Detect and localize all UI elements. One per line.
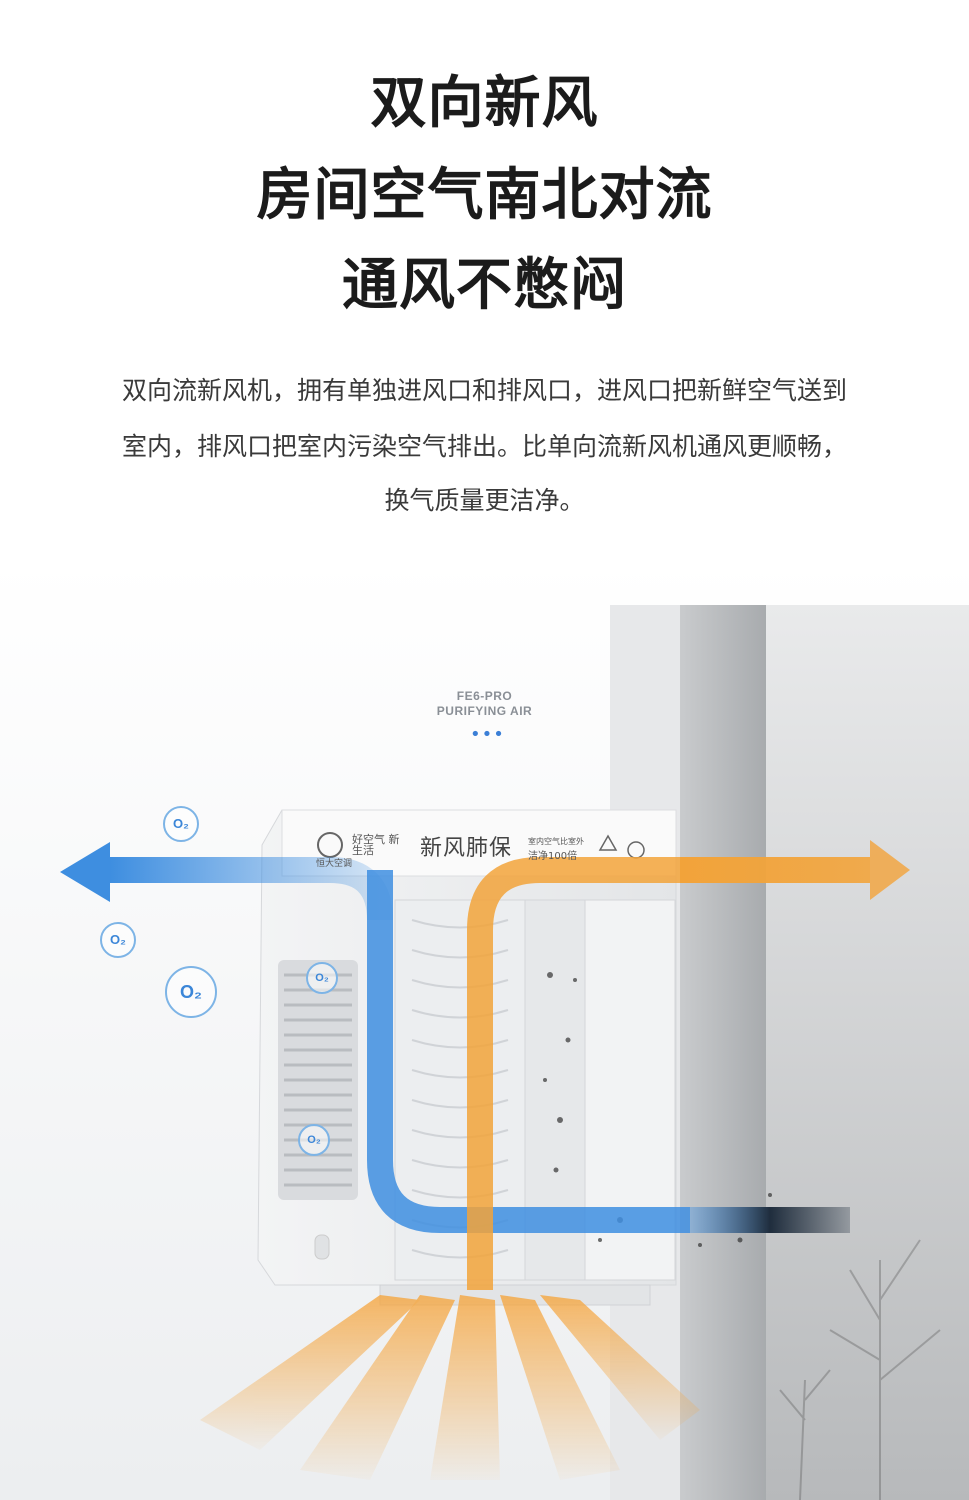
description-line-2: 室内，排风口把室内污染空气排出。比单向流新风机通风更顺畅，: [121, 432, 847, 461]
tree-silhouette: [779, 1239, 941, 1500]
o2-bubble-icon: O₂: [100, 922, 136, 958]
headline-line-3: 通风不憋闷: [342, 253, 627, 318]
brand-slogan: 好空气 新生活: [352, 833, 400, 857]
headline-line-1: 双向新风: [370, 71, 599, 136]
o2-bubble-icon: O₂: [163, 806, 199, 842]
spec-line-2: 洁净100倍: [528, 851, 578, 862]
exhaust-air-flow: [467, 840, 910, 1290]
description-line-1: 双向流新风机，拥有单独进风口和排风口，进风口把新鲜空气送到: [121, 376, 847, 405]
spec-line-1: 室内空气比室外: [528, 837, 584, 846]
outdoor-fog: [766, 605, 969, 1500]
series-name: 新风肺保: [420, 836, 513, 861]
fresh-air-unit: [257, 809, 772, 1306]
headline-line-2: 房间空气南北对流: [256, 163, 713, 228]
product-tagline: PURIFYING AIR: [436, 704, 533, 718]
supply-air-fan: [200, 1295, 700, 1480]
wall: [680, 605, 766, 1500]
description-line-3: 换气质量更洁净。: [384, 486, 585, 515]
fresh-air-flow: [60, 842, 850, 1233]
airflow-illustration: [0, 560, 969, 1500]
o2-bubble-icon: O₂: [306, 962, 338, 994]
outdoor-intake-duct: [690, 1207, 850, 1233]
o2-bubble-icon: O₂: [165, 966, 217, 1018]
product-model: FE6-PRO: [456, 689, 513, 703]
carousel-dots: •••: [470, 724, 505, 745]
o2-bubble-icon: O₂: [298, 1124, 330, 1156]
brand-name: 恒大空调: [316, 859, 353, 869]
fresh-air-arrow: [60, 842, 110, 902]
exhaust-air-arrow: [870, 840, 910, 900]
